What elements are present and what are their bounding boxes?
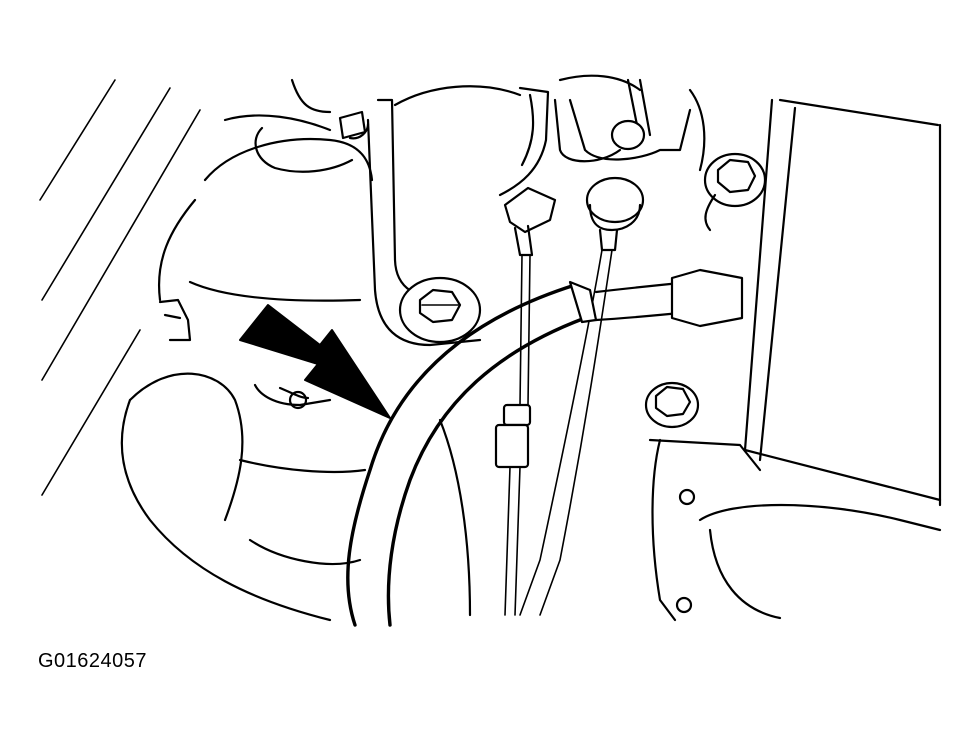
right-plate	[648, 98, 942, 622]
cable-adjuster	[494, 403, 532, 616]
engine-housing	[158, 74, 706, 302]
hex-bolt-icon	[703, 152, 767, 232]
figure-id-label: G01624057	[38, 650, 148, 672]
cable-bracket	[498, 78, 692, 197]
cable-connector-left	[503, 186, 557, 406]
vacuum-hose	[346, 268, 744, 627]
hex-bolt-icon	[398, 276, 482, 344]
lower-body	[120, 298, 472, 622]
cable-connector-right	[519, 176, 645, 616]
hex-bolt-icon	[644, 381, 700, 429]
arrow-pointer-icon	[239, 304, 391, 419]
background-hatching	[39, 79, 201, 496]
